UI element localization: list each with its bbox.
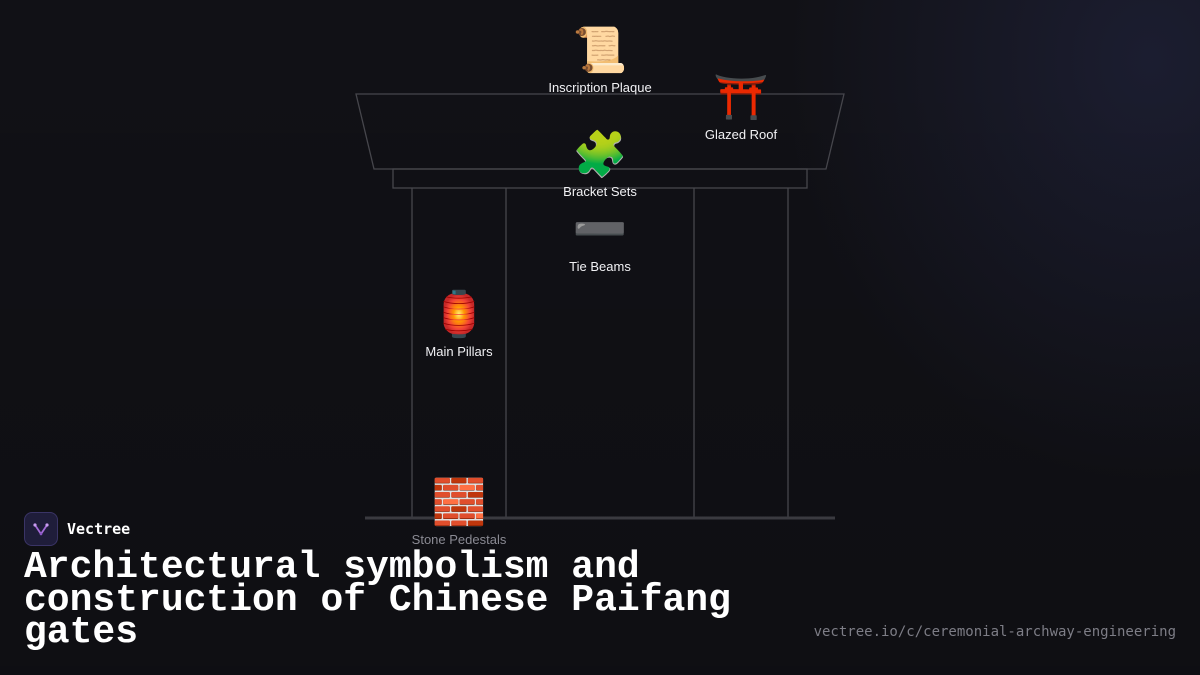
red-lantern-icon: 🏮 — [431, 290, 487, 339]
node-bracket-sets[interactable]: 🧩 Bracket Sets — [563, 130, 637, 199]
node-label: Glazed Roof — [704, 127, 778, 142]
brand-name: Vectree — [67, 520, 131, 538]
node-label: Bracket Sets — [563, 184, 637, 199]
scroll-icon: 📜 — [572, 26, 628, 75]
brand: Vectree — [24, 512, 130, 546]
source-url[interactable]: vectree.io/c/ceremonial-archway-engineer… — [813, 624, 1176, 640]
node-label: Inscription Plaque — [548, 80, 652, 95]
puzzle-piece-icon: 🧩 — [572, 130, 628, 179]
node-label: Tie Beams — [569, 259, 631, 274]
lintel-beam — [392, 168, 808, 189]
roof-outline — [355, 93, 845, 170]
node-main-pillars[interactable]: 🏮 Main Pillars — [425, 290, 492, 359]
node-stone-pedestals[interactable]: 🧱 Stone Pedestals — [412, 478, 507, 547]
torii-gate-icon: ⛩️ — [713, 73, 769, 122]
brick-icon: 🧱 — [431, 478, 487, 527]
node-label: Stone Pedestals — [411, 532, 507, 547]
logo-mark — [33, 523, 49, 536]
node-label: Main Pillars — [425, 344, 493, 359]
node-glazed-roof[interactable]: ⛩️ Glazed Roof — [705, 73, 777, 142]
node-inscription-plaque[interactable]: 📜 Inscription Plaque — [548, 26, 651, 95]
minus-bar-icon: ➖ — [572, 205, 628, 254]
vectree-logo-icon — [24, 512, 58, 546]
page-title: Architectural symbolism and construction… — [24, 546, 731, 654]
node-tie-beams[interactable]: ➖ Tie Beams — [569, 205, 631, 274]
